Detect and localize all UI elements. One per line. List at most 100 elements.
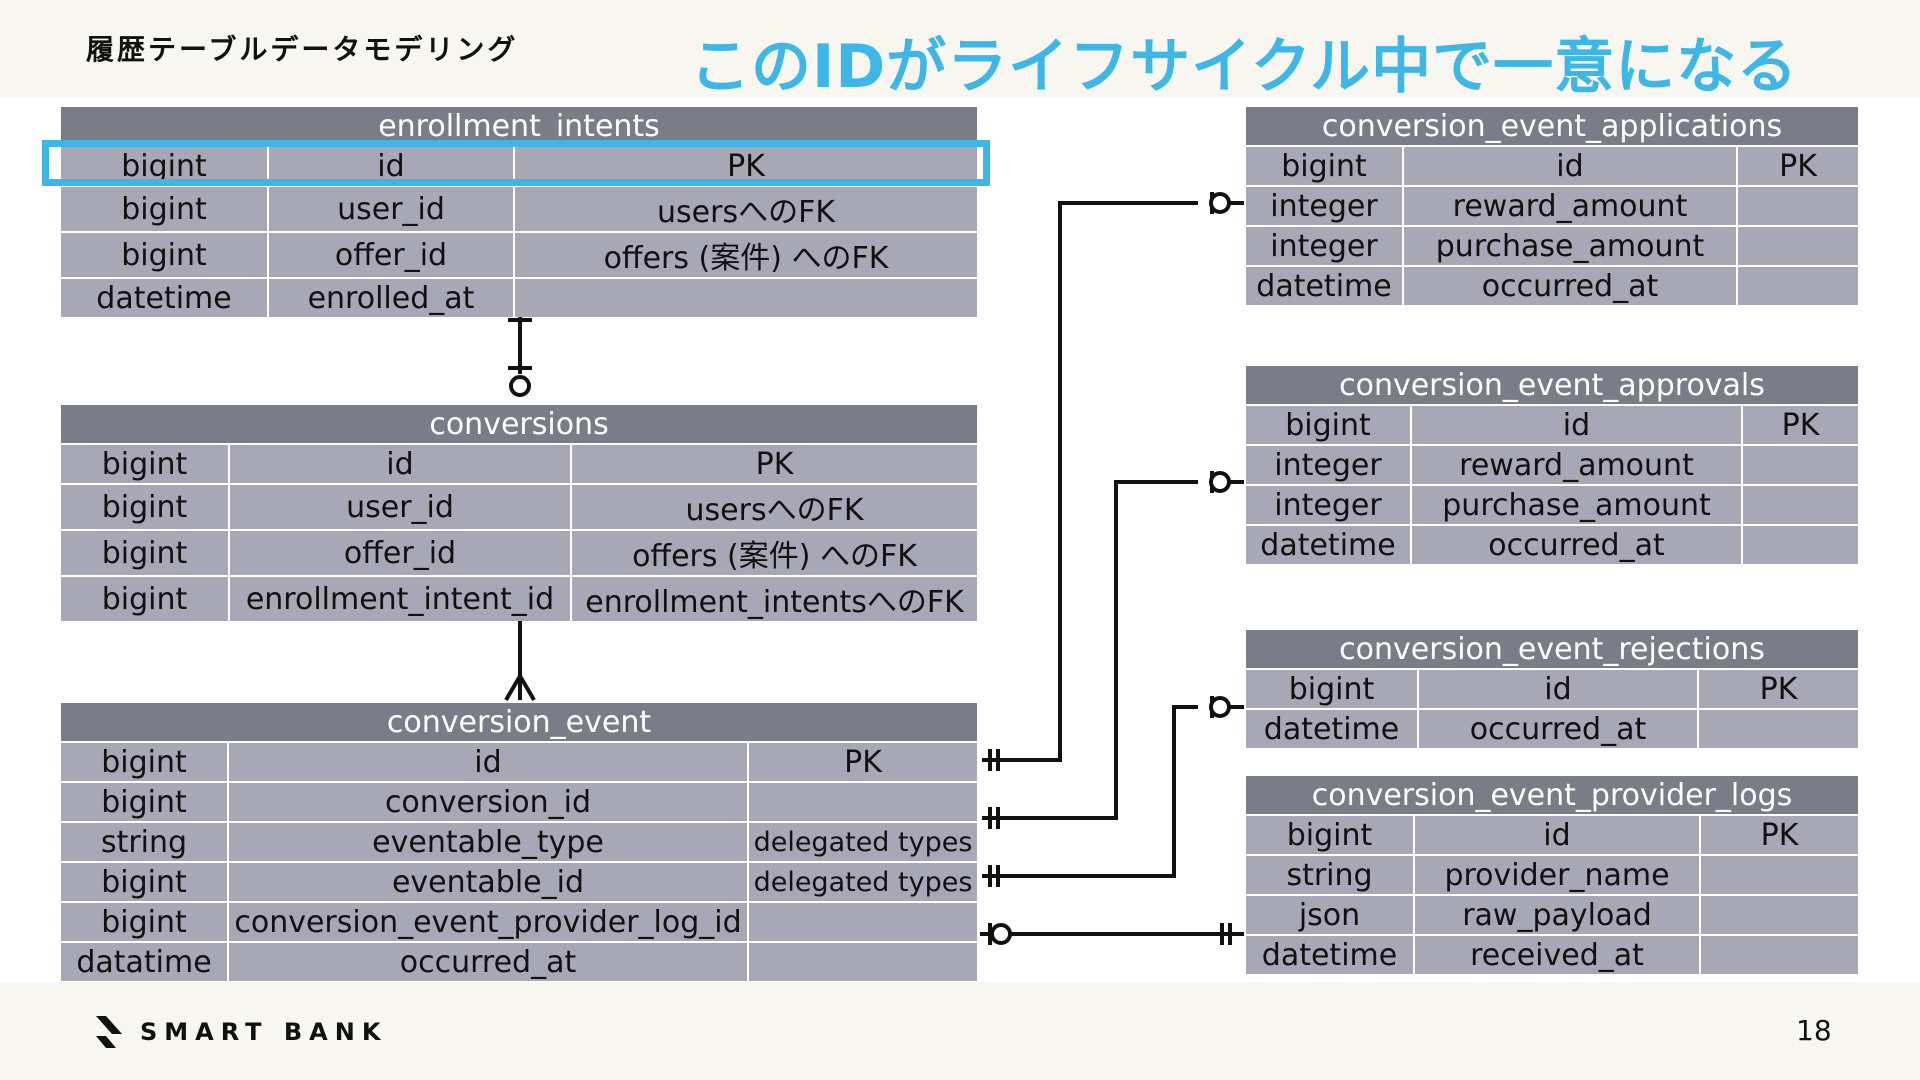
column-note	[1740, 484, 1859, 525]
column-type: datatime	[61, 941, 228, 981]
table-enrollment-intents: enrollment_intents bigint id PK bigint u…	[61, 107, 978, 317]
table-title: conversion_event	[61, 703, 977, 742]
column-type: bigint	[61, 529, 229, 576]
column-name: provider_name	[1413, 854, 1700, 895]
column-type: bigint	[1246, 814, 1414, 855]
column-type: bigint	[1246, 404, 1411, 445]
column-name: purchase_amount	[1410, 484, 1742, 525]
column-name: id	[1402, 145, 1737, 186]
column-name: raw_payload	[1413, 894, 1700, 935]
table-row: datetime occurred_at	[1246, 524, 1859, 564]
column-note: delegated types	[747, 821, 977, 862]
column-note	[1740, 524, 1859, 564]
table-row: bigint id PK	[61, 443, 978, 484]
column-note	[1698, 854, 1859, 895]
table-conversions: conversions bigint id PK bigint user_id …	[61, 405, 978, 621]
column-name: purchase_amount	[1402, 225, 1737, 266]
page-number: 18	[1796, 1014, 1832, 1047]
column-note	[1740, 444, 1859, 485]
table-row: bigint offer_id offers (案件) へのFK	[61, 529, 978, 576]
table-title: enrollment_intents	[61, 107, 978, 146]
column-type: bigint	[61, 483, 229, 530]
column-type: integer	[1246, 444, 1411, 485]
column-type: bigint	[61, 443, 229, 484]
column-type: json	[1246, 894, 1414, 935]
table-row: integer reward_amount	[1246, 185, 1858, 226]
table-title: conversion_event_rejections	[1246, 630, 1859, 669]
column-type: bigint	[61, 185, 268, 232]
column-name: id	[1417, 668, 1698, 709]
column-name: reward_amount	[1402, 185, 1737, 226]
column-note	[747, 901, 977, 942]
header-band	[0, 0, 1920, 98]
column-type: string	[1246, 854, 1414, 895]
column-name: offer_id	[228, 529, 571, 576]
column-type: string	[61, 821, 228, 862]
column-type: bigint	[1246, 145, 1403, 186]
column-name: received_at	[1413, 934, 1700, 974]
column-note	[1736, 225, 1858, 266]
column-note: PK	[747, 741, 977, 782]
table-row: bigint id PK	[1246, 668, 1859, 709]
table-row: datetime enrolled_at	[61, 277, 978, 317]
table-row: bigint conversion_event_provider_log_id	[61, 901, 977, 942]
column-name: offer_id	[267, 231, 514, 278]
column-note: PK	[1698, 814, 1859, 855]
column-name: conversion_id	[227, 781, 748, 822]
table-conversion-event-applications: conversion_event_applications bigint id …	[1246, 107, 1858, 305]
column-note	[747, 781, 977, 822]
column-note: PK	[569, 443, 978, 484]
column-note	[1698, 894, 1859, 935]
column-type: bigint	[61, 741, 228, 782]
column-name: enrollment_intent_id	[228, 575, 571, 621]
column-name: conversion_event_provider_log_id	[227, 901, 748, 942]
column-note: delegated types	[747, 861, 977, 902]
brand-logo: SMART BANK	[92, 1010, 387, 1054]
column-note: PK	[1736, 145, 1858, 186]
table-row: bigint id PK	[1246, 145, 1858, 186]
table-title: conversion_event_provider_logs	[1246, 776, 1859, 815]
table-conversion-event: conversion_event bigint id PK bigint con…	[61, 703, 977, 981]
column-note: usersへのFK	[512, 185, 978, 232]
column-type: datetime	[61, 277, 268, 317]
brand-name: SMART BANK	[140, 1018, 388, 1046]
column-note: enrollment_intentsへのFK	[569, 575, 978, 621]
column-type: bigint	[1246, 668, 1418, 709]
brand-mark-icon	[96, 1016, 122, 1048]
column-type: bigint	[61, 901, 228, 942]
column-name: user_id	[267, 185, 514, 232]
column-type: datetime	[1246, 265, 1403, 305]
table-row: datatime occurred_at	[61, 941, 977, 981]
column-note	[512, 277, 978, 317]
table-row: datetime occurred_at	[1246, 265, 1858, 305]
column-type: datetime	[1246, 934, 1414, 974]
column-name: occurred_at	[1417, 708, 1698, 748]
column-type: bigint	[61, 861, 228, 902]
table-row: bigint eventable_id delegated types	[61, 861, 977, 902]
column-note: PK	[1740, 404, 1859, 445]
table-row: string provider_name	[1246, 854, 1859, 895]
column-note: offers (案件) へのFK	[512, 231, 978, 278]
slide-section-title: 履歴テーブルデータモデリング	[86, 33, 519, 66]
table-row: bigint id PK	[1246, 404, 1859, 445]
table-title: conversion_event_approvals	[1246, 366, 1859, 405]
column-note: offers (案件) へのFK	[569, 529, 978, 576]
column-name: id	[1413, 814, 1700, 855]
column-name: occurred_at	[227, 941, 748, 981]
column-type: integer	[1246, 185, 1403, 226]
table-row: bigint conversion_id	[61, 781, 977, 822]
column-note	[1736, 265, 1858, 305]
column-note	[747, 941, 977, 981]
column-name: occurred_at	[1410, 524, 1742, 564]
id-highlight-box	[42, 140, 990, 186]
table-row: integer purchase_amount	[1246, 484, 1859, 525]
slide-headline: このIDがライフサイクル中で一意になる	[690, 32, 1799, 102]
column-note	[1696, 708, 1859, 748]
table-row: json raw_payload	[1246, 894, 1859, 935]
table-conversion-event-provider-logs: conversion_event_provider_logs bigint id…	[1246, 776, 1859, 974]
table-row: datetime received_at	[1246, 934, 1859, 974]
table-row: bigint enrollment_intent_id enrollment_i…	[61, 575, 978, 621]
column-type: datetime	[1246, 524, 1411, 564]
column-note	[1736, 185, 1858, 226]
column-name: occurred_at	[1402, 265, 1737, 305]
